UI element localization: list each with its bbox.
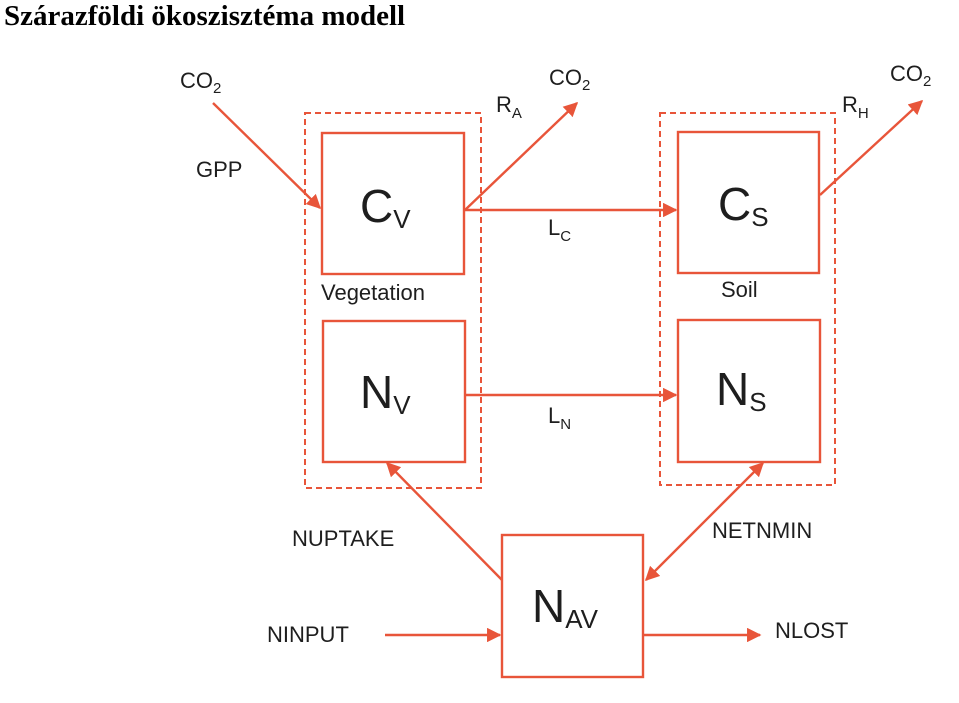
nv-box (321, 319, 467, 464)
cs-box (676, 130, 821, 275)
vegetation-group (304, 112, 482, 489)
vegetation-label: Vegetation (321, 280, 425, 305)
page-title: Szárazföldi ökoszisztéma modell (4, 0, 406, 32)
netnmin-arrow (644, 461, 765, 582)
co2-out-a-label: CO2 (549, 65, 590, 94)
lc-label: LC (548, 215, 571, 245)
rh-label: RH (842, 92, 869, 122)
cv-box (320, 131, 466, 276)
cv-label: CV (360, 180, 411, 234)
ns-label: NS (716, 363, 767, 417)
rh-arrow (819, 100, 924, 196)
ninput-label: NINPUT (267, 622, 349, 647)
gpp-arrow (212, 102, 322, 210)
ra-label: RA (496, 92, 522, 122)
nv-label: NV (360, 366, 411, 420)
ra-arrow (464, 102, 579, 211)
netnmin-label: NETNMIN (712, 518, 812, 543)
nav-box (500, 533, 645, 679)
nlost-label: NLOST (775, 618, 848, 643)
gpp-label: GPP (196, 157, 242, 182)
co2-out-h-label: CO2 (890, 61, 931, 90)
nuptake-label: NUPTAKE (292, 526, 394, 551)
ln-label: LN (548, 403, 571, 433)
co2-in-label: CO2 (180, 68, 221, 97)
nuptake-arrow (385, 461, 503, 581)
cs-label: CS (718, 178, 769, 232)
soil-label: Soil (721, 277, 758, 302)
nav-label: NAV (532, 580, 599, 634)
